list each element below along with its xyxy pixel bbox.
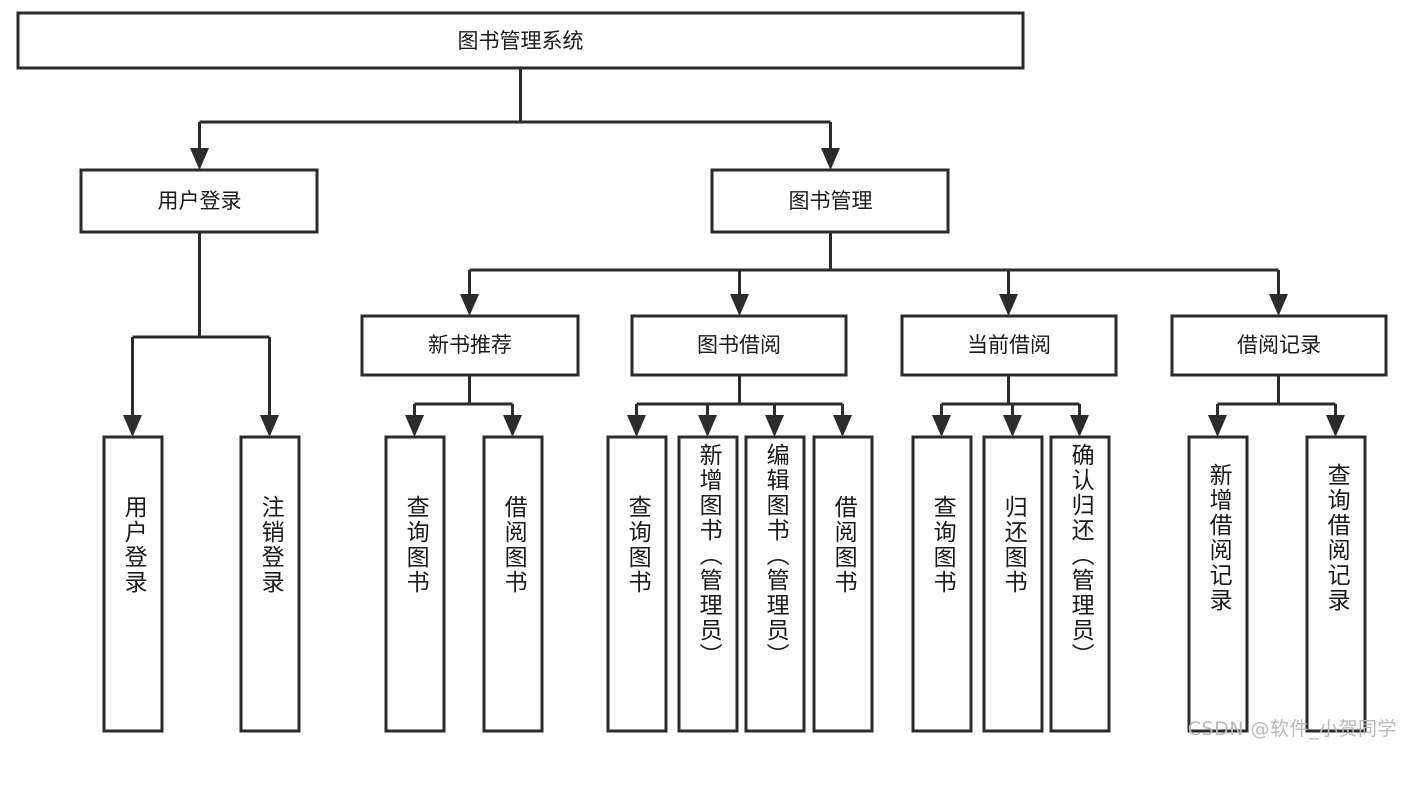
arrow-icon-leaf-3: [405, 415, 424, 437]
leaf-box-2[interactable]: [239, 435, 301, 733]
arrow-icon-leaf-8: [833, 415, 852, 437]
leaf-box-13[interactable]: [1305, 435, 1367, 733]
leaf-box-1[interactable]: [102, 435, 164, 733]
arrowhead-group: [123, 148, 1345, 437]
leaf-box-6[interactable]: [677, 435, 739, 733]
node-user-login-label: 用户登录: [158, 189, 242, 213]
arrow-icon-leaf-6: [698, 415, 717, 437]
arrow-icon-leaf-13: [1326, 415, 1345, 437]
node-root-label: 图书管理系统: [458, 29, 584, 53]
leaf-box-10[interactable]: [982, 435, 1044, 733]
arrow-icon-book-manage: [821, 148, 840, 170]
node-current-borrow-label: 当前借阅: [967, 333, 1051, 357]
node-book-manage-box[interactable]: [710, 168, 950, 234]
arrow-icon-leaf-5: [627, 415, 646, 437]
node-book-manage-label: 图书管理: [789, 189, 873, 213]
node-borrow-record-label: 借阅记录: [1237, 333, 1321, 357]
node-new-book-label: 新书推荐: [428, 333, 512, 357]
node-book-borrow-label: 图书借阅: [697, 333, 781, 357]
node-new-book-box[interactable]: [360, 314, 580, 377]
arrow-icon-leaf-10: [1003, 415, 1022, 437]
node-root-box[interactable]: [16, 11, 1025, 70]
leaf-box-5[interactable]: [606, 435, 668, 733]
flowchart-diagram: 图书管理系统 用户登录 图书管理 新书推荐 图书借阅 当前借阅 借阅记录: [16, 11, 1397, 740]
arrow-icon-current: [999, 294, 1018, 316]
arrow-icon-borrow: [730, 294, 749, 316]
leaf-box-9[interactable]: [911, 435, 973, 733]
arrow-icon-leaf-11: [1070, 415, 1089, 437]
arrow-icon-leaf-12: [1208, 415, 1227, 437]
watermark-text: CSDN @软件_小贺同学: [1187, 718, 1397, 740]
leaf-box-3[interactable]: [384, 435, 446, 733]
node-user-login-box[interactable]: [79, 168, 319, 234]
arrow-icon-leaf-1: [123, 415, 142, 437]
leaf-box-7[interactable]: [744, 435, 806, 733]
arrow-icon-user-login: [190, 148, 209, 170]
arrow-icon-newbook: [460, 294, 479, 316]
node-borrow-record-box[interactable]: [1170, 314, 1388, 377]
arrow-icon-leaf-4: [503, 415, 522, 437]
arrow-icon-record: [1269, 294, 1288, 316]
leaf-box-12[interactable]: [1187, 435, 1249, 733]
leaf-box-11[interactable]: [1049, 435, 1111, 733]
arrow-icon-leaf-7: [765, 415, 784, 437]
node-group: 图书管理系统 用户登录 图书管理 新书推荐 图书借阅 当前借阅 借阅记录: [16, 11, 1388, 733]
leaf-box-4[interactable]: [482, 435, 544, 733]
diagram-svg: 图书管理系统 用户登录 图书管理 新书推荐 图书借阅 当前借阅 借阅记录: [16, 11, 1388, 733]
arrow-icon-leaf-2: [260, 415, 279, 437]
node-current-borrow-box[interactable]: [900, 314, 1118, 377]
arrow-icon-leaf-9: [932, 415, 951, 437]
node-book-borrow-box[interactable]: [630, 314, 848, 377]
leaf-box-8[interactable]: [812, 435, 874, 733]
